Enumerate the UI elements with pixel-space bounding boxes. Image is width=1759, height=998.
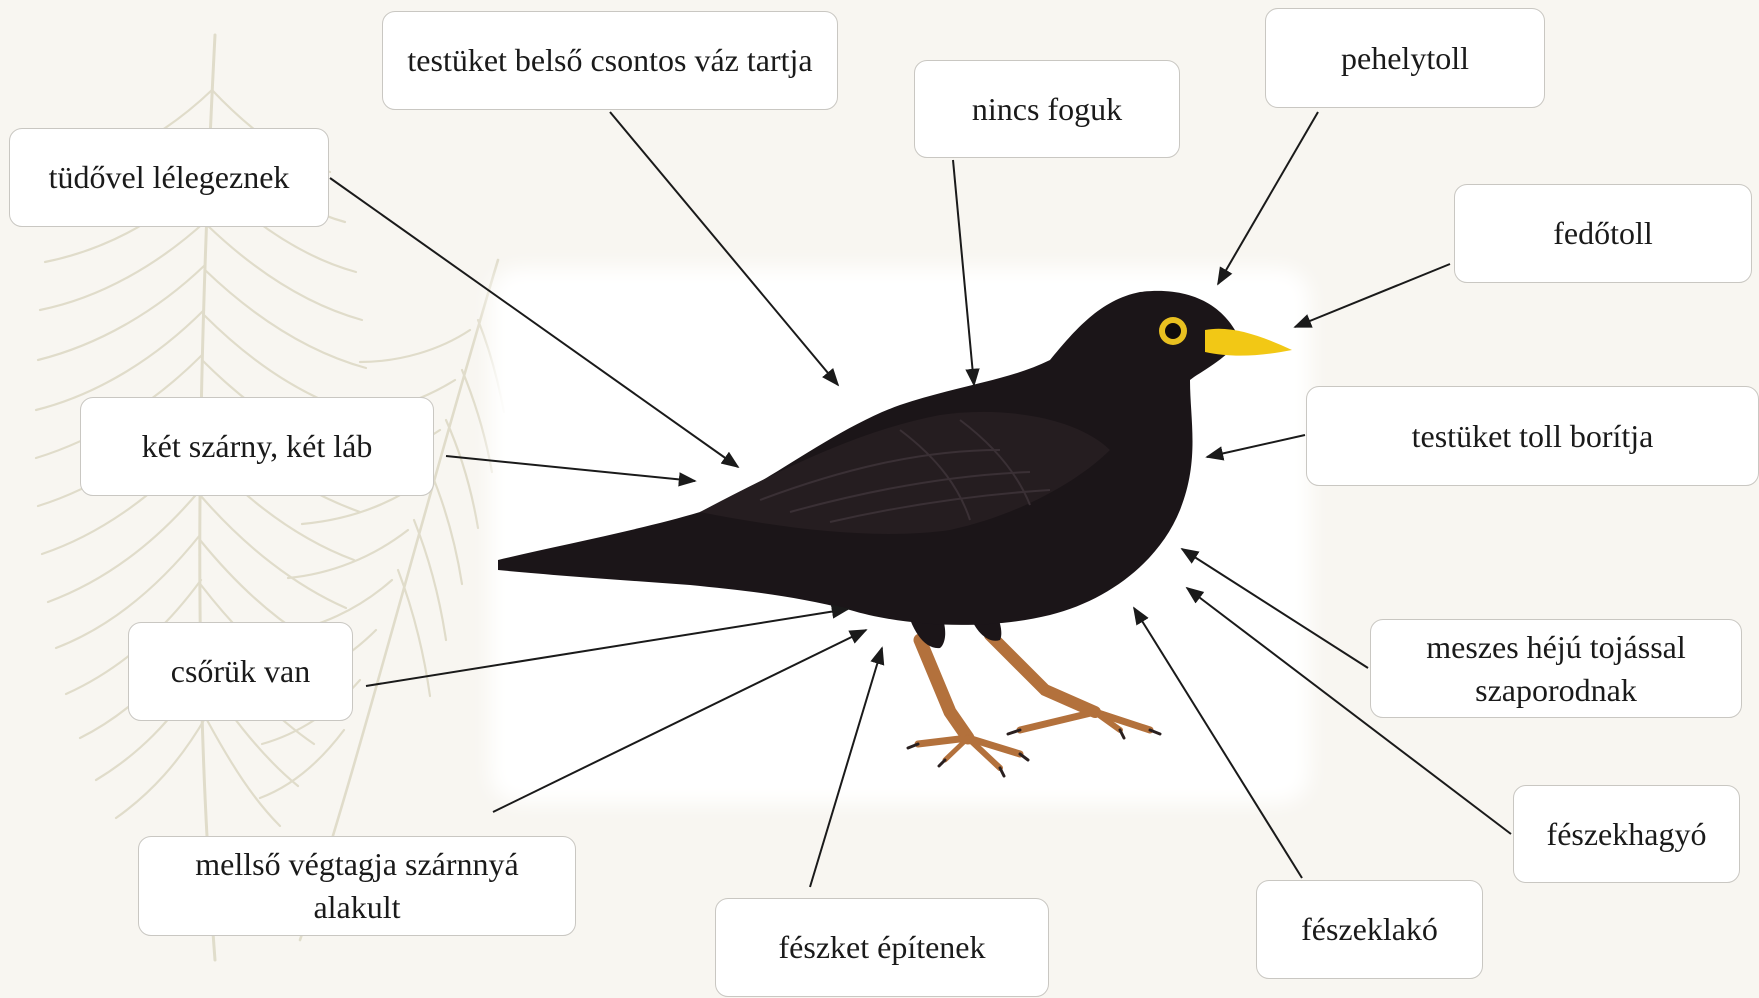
label-feszket-epitenek: fészket építenek: [715, 898, 1049, 997]
arrow-csontos-vaz: [610, 112, 838, 385]
label-csontos-vaz: testüket belső csontos váz tartja: [382, 11, 838, 110]
label-ket-szarny-ket-lab: két szárny, két láb: [80, 397, 434, 496]
arrow-nincs-foguk: [953, 160, 974, 385]
arrow-meszes-tojas: [1182, 549, 1368, 668]
arrow-feszket-epitenek: [810, 648, 882, 887]
arrow-pehelytoll: [1218, 112, 1318, 284]
arrow-toll-boritja: [1207, 435, 1305, 457]
arrow-feszeklako: [1134, 608, 1302, 878]
label-nincs-foguk: nincs foguk: [914, 60, 1180, 158]
label-meszes-heju-tojas: meszes héjú tojással szaporodnak: [1370, 619, 1742, 718]
arrow-ket-szarny: [446, 456, 695, 481]
arrow-fedotoll: [1295, 264, 1450, 327]
label-testuket-toll-boritja: testüket toll borítja: [1306, 386, 1759, 486]
label-csoruk-van: csőrük van: [128, 622, 353, 721]
label-feszeklako: fészeklakó: [1256, 880, 1483, 979]
label-pehelytoll: pehelytoll: [1265, 8, 1545, 108]
label-feszekhagyo: fészekhagyó: [1513, 785, 1740, 883]
label-fedotoll: fedőtoll: [1454, 184, 1752, 283]
label-tudovel-lelegeznek: tüdővel lélegeznek: [9, 128, 329, 227]
label-mellso-vegtag: mellső végtagja szárnnyá alakult: [138, 836, 576, 936]
